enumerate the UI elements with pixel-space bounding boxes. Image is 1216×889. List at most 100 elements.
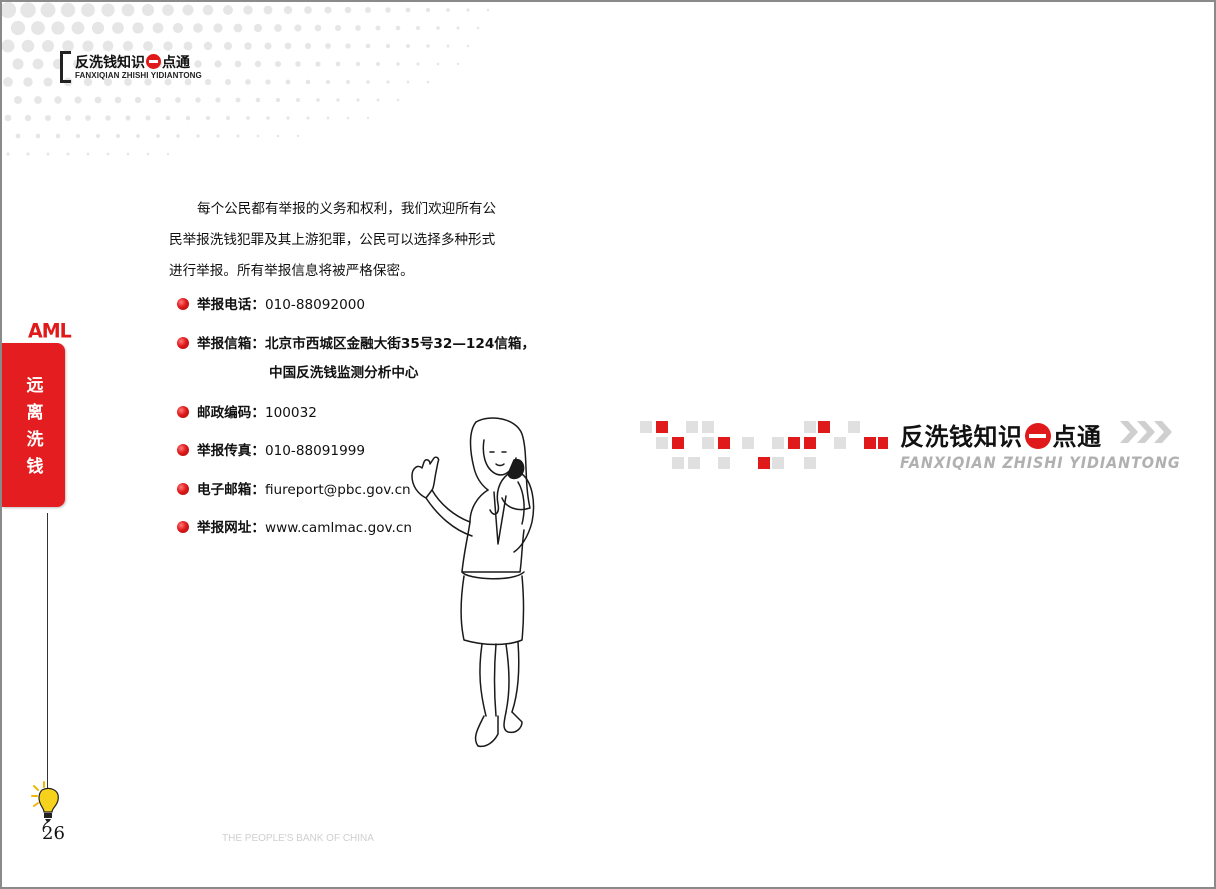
halftone-dot xyxy=(436,26,440,30)
halftone-dot xyxy=(233,23,243,33)
red-bullet-icon xyxy=(177,297,189,310)
halftone-dot xyxy=(54,96,62,104)
halftone-dot xyxy=(324,6,332,14)
halftone-dot xyxy=(31,21,45,35)
halftone-dot xyxy=(406,80,410,84)
halftone-dot xyxy=(366,80,370,84)
halftone-dot xyxy=(126,152,130,156)
halftone-dot xyxy=(163,41,173,51)
halftone-dot xyxy=(284,42,292,50)
contact-item-mailbox: 举报信箱：北京市西城区金融大街35号32—124信箱， 中国反洗钱监测分析中心 xyxy=(177,331,536,381)
halftone-dot xyxy=(253,23,263,33)
contact-item-website: 举报网址：www.camlmac.gov.cn xyxy=(177,515,412,541)
halftone-dot xyxy=(86,152,90,156)
contact-value: fiureport@pbc.gov.cn xyxy=(264,482,411,498)
halftone-dot xyxy=(136,134,140,138)
halftone-dot xyxy=(264,42,272,50)
halftone-dot xyxy=(24,114,32,122)
halftone-dot xyxy=(3,77,13,87)
halftone-dot xyxy=(466,44,470,48)
halftone-dot xyxy=(95,133,101,139)
red-bullet-icon xyxy=(177,482,189,495)
halftone-dot xyxy=(162,4,174,16)
brand-title-cn-part1: 反洗钱知识 xyxy=(75,55,145,71)
woman-on-phone-illustration xyxy=(411,417,535,748)
halftone-dot xyxy=(12,58,24,70)
halftone-dot xyxy=(4,114,12,122)
halftone-dot xyxy=(406,44,410,48)
halftone-dot xyxy=(294,24,302,32)
halftone-dot xyxy=(71,21,85,35)
halftone-dot xyxy=(176,134,180,138)
halftone-dot xyxy=(6,152,10,156)
contact-value: 010-88091999 xyxy=(264,443,366,459)
halftone-dot xyxy=(295,97,301,103)
halftone-dot xyxy=(85,115,91,121)
halftone-dot xyxy=(456,62,460,66)
contact-value: 北京市西城区金融大街35号32—124信箱， xyxy=(264,336,536,352)
halftone-dot xyxy=(116,134,120,138)
halftone-dot xyxy=(62,40,74,52)
halftone-dot xyxy=(205,115,211,121)
halftone-dot xyxy=(194,60,202,68)
halftone-dot xyxy=(416,62,420,66)
halftone-dot xyxy=(395,25,401,31)
brand-banner-cn-part2: 点通 xyxy=(1052,422,1102,451)
halftone-dot xyxy=(365,43,371,49)
halftone-dots-decoration xyxy=(2,2,490,156)
paragraph-line-2: 民举报洗钱犯罪及其上游犯罪，公民可以选择多种形式 xyxy=(169,232,496,248)
halftone-dot xyxy=(93,59,103,69)
halftone-dot xyxy=(325,43,331,49)
halftone-dot xyxy=(213,23,223,33)
halftone-dot xyxy=(133,59,143,69)
red-bullet-icon xyxy=(177,443,189,456)
halftone-dot xyxy=(55,133,61,139)
halftone-dot xyxy=(112,22,124,34)
halftone-dot xyxy=(204,78,212,86)
contact-value: 100032 xyxy=(264,405,317,421)
brand-banner-title-cn: 反洗钱知识点通 xyxy=(900,417,1102,452)
contact-label: 举报信箱： xyxy=(197,336,265,352)
halftone-dot xyxy=(276,134,280,138)
halftone-dot xyxy=(164,78,172,86)
halftone-dot xyxy=(143,41,153,51)
halftone-dot xyxy=(144,78,152,86)
halftone-dot xyxy=(446,44,450,48)
halftone-dot xyxy=(285,79,291,85)
halftone-dot xyxy=(35,133,41,139)
lightbulb-icon xyxy=(31,781,59,832)
halftone-dot xyxy=(225,79,231,85)
halftone-dot xyxy=(46,152,50,156)
halftone-dot xyxy=(113,59,123,69)
halftone-dot xyxy=(355,61,361,67)
halftone-dot xyxy=(122,40,134,52)
contact-item-email: 电子邮箱：fiureport@pbc.gov.cn xyxy=(177,477,411,503)
chevron-arrows-icon xyxy=(1120,421,1172,443)
halftone-dot xyxy=(172,22,184,34)
halftone-dot xyxy=(334,24,342,32)
halftone-dot xyxy=(283,5,293,15)
halftone-dot xyxy=(385,7,391,13)
halftone-dot xyxy=(165,115,171,121)
side-vertical-line xyxy=(47,513,48,793)
brand-title-en: FANXIQIAN ZHISHI YIDIANTONG xyxy=(75,71,202,80)
contact-label: 举报传真： xyxy=(197,443,265,459)
halftone-dot xyxy=(65,115,71,121)
halftone-dot xyxy=(94,96,102,104)
pixel-mosaic-decoration xyxy=(640,421,888,469)
halftone-dot xyxy=(436,62,440,66)
halftone-dot xyxy=(456,26,460,30)
halftone-dot xyxy=(174,60,182,68)
halftone-dot xyxy=(415,25,421,31)
halftone-dot xyxy=(375,25,381,31)
red-bullet-icon xyxy=(177,336,189,349)
halftone-dot xyxy=(152,22,164,34)
halftone-dot xyxy=(125,115,131,121)
halftone-dot xyxy=(105,115,111,121)
halftone-dot xyxy=(275,61,281,67)
halftone-dot xyxy=(345,43,351,49)
halftone-dot xyxy=(314,24,322,32)
side-tab-text: 远离洗钱 xyxy=(26,376,44,477)
halftone-dot xyxy=(44,114,52,122)
halftone-dot xyxy=(83,77,93,87)
